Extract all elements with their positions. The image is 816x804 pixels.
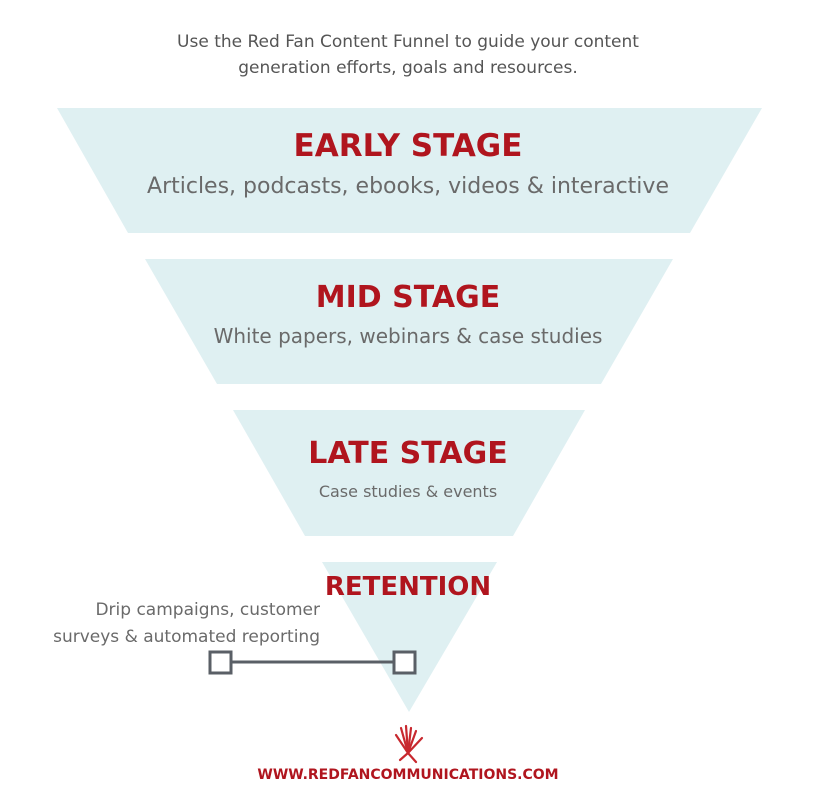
connector-line [208, 650, 417, 675]
stage-content-early: Articles, podcasts, ebooks, videos & int… [147, 174, 669, 199]
stage-title-retention: RETENTION [324, 572, 492, 602]
retention-line-1: Drip campaigns, customer [95, 600, 320, 620]
funnel-segment-retention [322, 562, 497, 712]
footer-url: WWW.REDFANCOMMUNICATIONS.COM [257, 767, 559, 783]
retention-line-2: surveys & automated reporting [53, 627, 320, 647]
funnel-segment-late [233, 410, 585, 536]
funnel-segment-mid [145, 259, 673, 384]
stage-content-mid: White papers, webinars & case studies [213, 324, 603, 348]
stage-title-late: LATE STAGE [308, 436, 508, 471]
stage-content-late: Case studies & events [318, 482, 498, 501]
intro-line-1: Use the Red Fan Content Funnel to guide … [177, 32, 639, 52]
funnel-segment-early [57, 108, 762, 233]
stage-title-mid: MID STAGE [315, 280, 501, 315]
stage-title-early: EARLY STAGE [293, 128, 523, 164]
stage-content-retention: Drip campaigns, customer surveys & autom… [20, 597, 320, 651]
red-fan-logo-icon [394, 724, 424, 764]
intro-line-2: generation efforts, goals and resources. [238, 58, 578, 78]
intro-text: Use the Red Fan Content Funnel to guide … [0, 29, 816, 81]
